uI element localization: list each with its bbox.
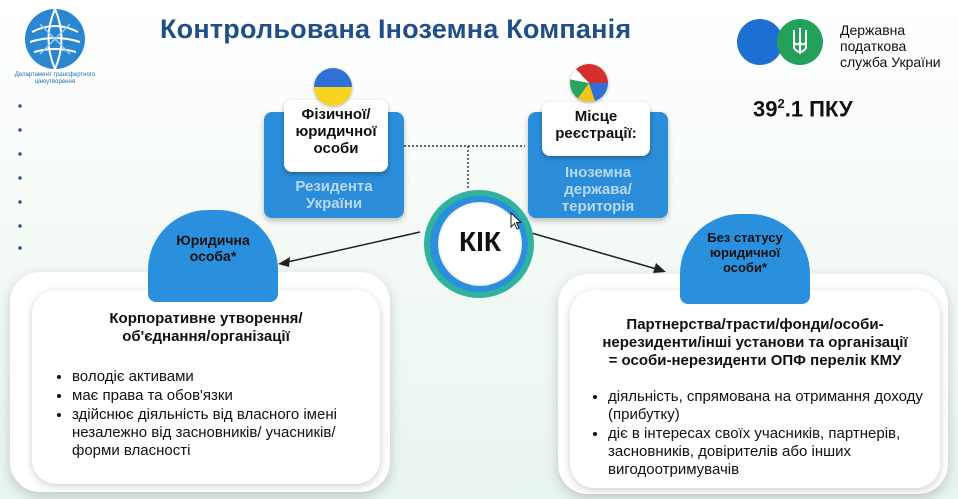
page-title: Контрольована Іноземна Компанія: [160, 14, 632, 44]
registration-sub-line: Іноземна: [564, 164, 632, 181]
dps-caption-line: Державна: [840, 22, 906, 38]
non-legal-entity-badge-text: Без статусу юридичної особи*: [680, 230, 810, 275]
dps-caption-line: служба України: [840, 54, 941, 70]
registration-sub-line: держава/: [564, 181, 632, 198]
badge-line: особи*: [722, 260, 768, 275]
badge-line: особа*: [189, 248, 237, 264]
kik-center: [438, 202, 522, 286]
non-legal-entity-content: Партнерства/трасти/фонди/особи- нерезиде…: [570, 290, 940, 488]
department-logo-caption: Департамент трансфертного ціноутворення: [14, 72, 96, 85]
list-item: діє в інтересах своїх учасників, партнер…: [608, 425, 934, 479]
legal-entity-content: Корпоративне утворення/ об'єднання/орган…: [32, 290, 380, 484]
list-item: діяльність, спрямована на отримання дохо…: [608, 388, 934, 424]
article-superscript: 2: [777, 96, 785, 111]
dps-caption-line: податкова: [840, 38, 907, 54]
legal-entity-bullets: володіє активами має права та обов'язки …: [52, 368, 372, 461]
legal-entity-heading: Корпоративне утворення/ об'єднання/орган…: [32, 310, 380, 346]
legal-entity-card: Корпоративне утворення/ об'єднання/орган…: [10, 272, 390, 492]
legal-entity-badge-text: Юридична особа*: [148, 232, 278, 264]
tax-code-article: 392.1 ПКУ: [753, 96, 853, 122]
ukraine-flag-icon: [314, 68, 352, 106]
resident-card-subtitle: Резидента України: [264, 178, 404, 212]
resident-card: Фізичної/ юридичної особи Резидента Укра…: [264, 100, 404, 218]
badge-line: Без статусу: [707, 230, 783, 245]
list-item: володіє активами: [72, 368, 372, 386]
registration-card-title: Місце реєстрації:: [542, 102, 650, 156]
kik-label: КІК: [459, 226, 501, 257]
list-item: має права та обов'язки: [72, 387, 372, 405]
non-legal-entity-heading: Партнерства/трасти/фонди/особи- нерезиде…: [570, 316, 940, 370]
resident-sub-line: України: [305, 195, 363, 212]
resident-line: юридичної: [295, 123, 377, 140]
badge-line: Юридична: [176, 232, 250, 248]
badge-line: юридичної: [709, 245, 781, 260]
legal-entity-badge: Юридична особа*: [148, 210, 278, 302]
resident-sub-line: Резидента: [295, 178, 373, 195]
heading-line: = особи-нерезиденти ОПФ перелік КМУ: [608, 352, 902, 369]
article-number: 39: [753, 96, 778, 122]
mouse-cursor-icon: [510, 211, 523, 235]
department-logo: [22, 6, 88, 72]
registration-card-subtitle: Іноземна держава/ територія: [528, 164, 668, 215]
heading-line: Партнерства/трасти/фонди/особи-: [626, 316, 884, 333]
heading-line: Корпоративне утворення/: [109, 310, 303, 327]
registration-card: Місце реєстрації: Іноземна держава/ тери…: [528, 102, 668, 218]
dps-caption: Державна податкова служба України: [840, 22, 941, 70]
heading-line: об'єднання/організації: [122, 328, 290, 345]
list-item: здійснює діяльність від власного імені н…: [72, 406, 372, 460]
decorative-dots: [16, 102, 28, 252]
resident-line: особи: [313, 140, 359, 157]
non-legal-entity-bullets: діяльність, спрямована на отримання дохо…: [588, 388, 934, 480]
registration-line: Місце: [574, 108, 618, 125]
registration-line: реєстрації:: [555, 125, 637, 142]
heading-line: нерезиденти/інші установи та організації: [602, 334, 908, 351]
non-legal-entity-badge: Без статусу юридичної особи*: [680, 214, 810, 304]
article-suffix: .1 ПКУ: [784, 96, 853, 122]
world-flags-icon: [570, 64, 608, 102]
registration-sub-line: територія: [561, 198, 635, 215]
non-legal-entity-card: Партнерства/трасти/фонди/особи- нерезиде…: [558, 274, 948, 494]
dps-logo: [736, 14, 846, 70]
resident-card-title: Фізичної/ юридичної особи: [284, 100, 388, 172]
resident-line: Фізичної/: [301, 106, 371, 123]
